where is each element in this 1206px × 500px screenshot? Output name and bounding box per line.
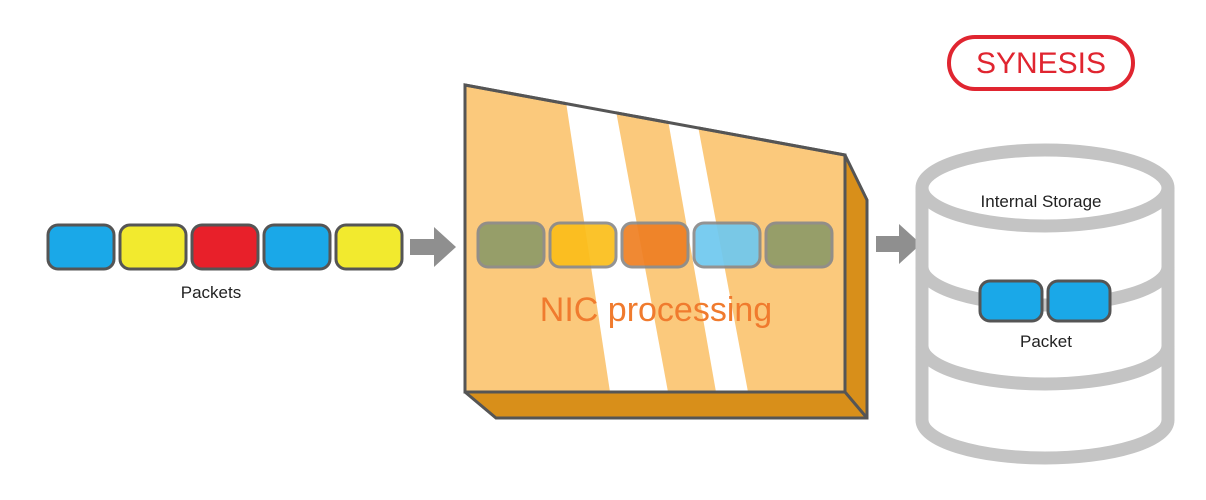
nic-packets	[476, 221, 834, 269]
stored-packet	[1046, 279, 1112, 323]
input-packet	[334, 223, 404, 271]
internal-storage-label: Internal Storage	[981, 192, 1102, 211]
brand-name: SYNESIS	[976, 47, 1106, 80]
nic-packet	[548, 221, 618, 269]
input-packet	[262, 223, 332, 271]
input-packet	[118, 223, 188, 271]
nic-box-bottom	[465, 392, 867, 418]
arrow-right-icon	[876, 224, 921, 264]
stored-packet	[978, 279, 1044, 323]
arrow-right-icon	[410, 227, 456, 267]
nic-box-side	[845, 155, 867, 418]
input-packet	[46, 223, 116, 271]
nic-packet	[764, 221, 834, 269]
stored-packets	[978, 279, 1112, 323]
nic-packet	[692, 221, 762, 269]
nic-processing-label: NIC processing	[540, 291, 772, 329]
input-packet	[190, 223, 260, 271]
input-packets	[46, 223, 404, 271]
nic-packet	[620, 221, 690, 269]
database-icon	[915, 143, 1175, 465]
synesis-logo: SYNESIS	[947, 35, 1135, 91]
packets-label: Packets	[181, 283, 241, 302]
nic-packet	[476, 221, 546, 269]
packet-label: Packet	[1020, 332, 1072, 351]
